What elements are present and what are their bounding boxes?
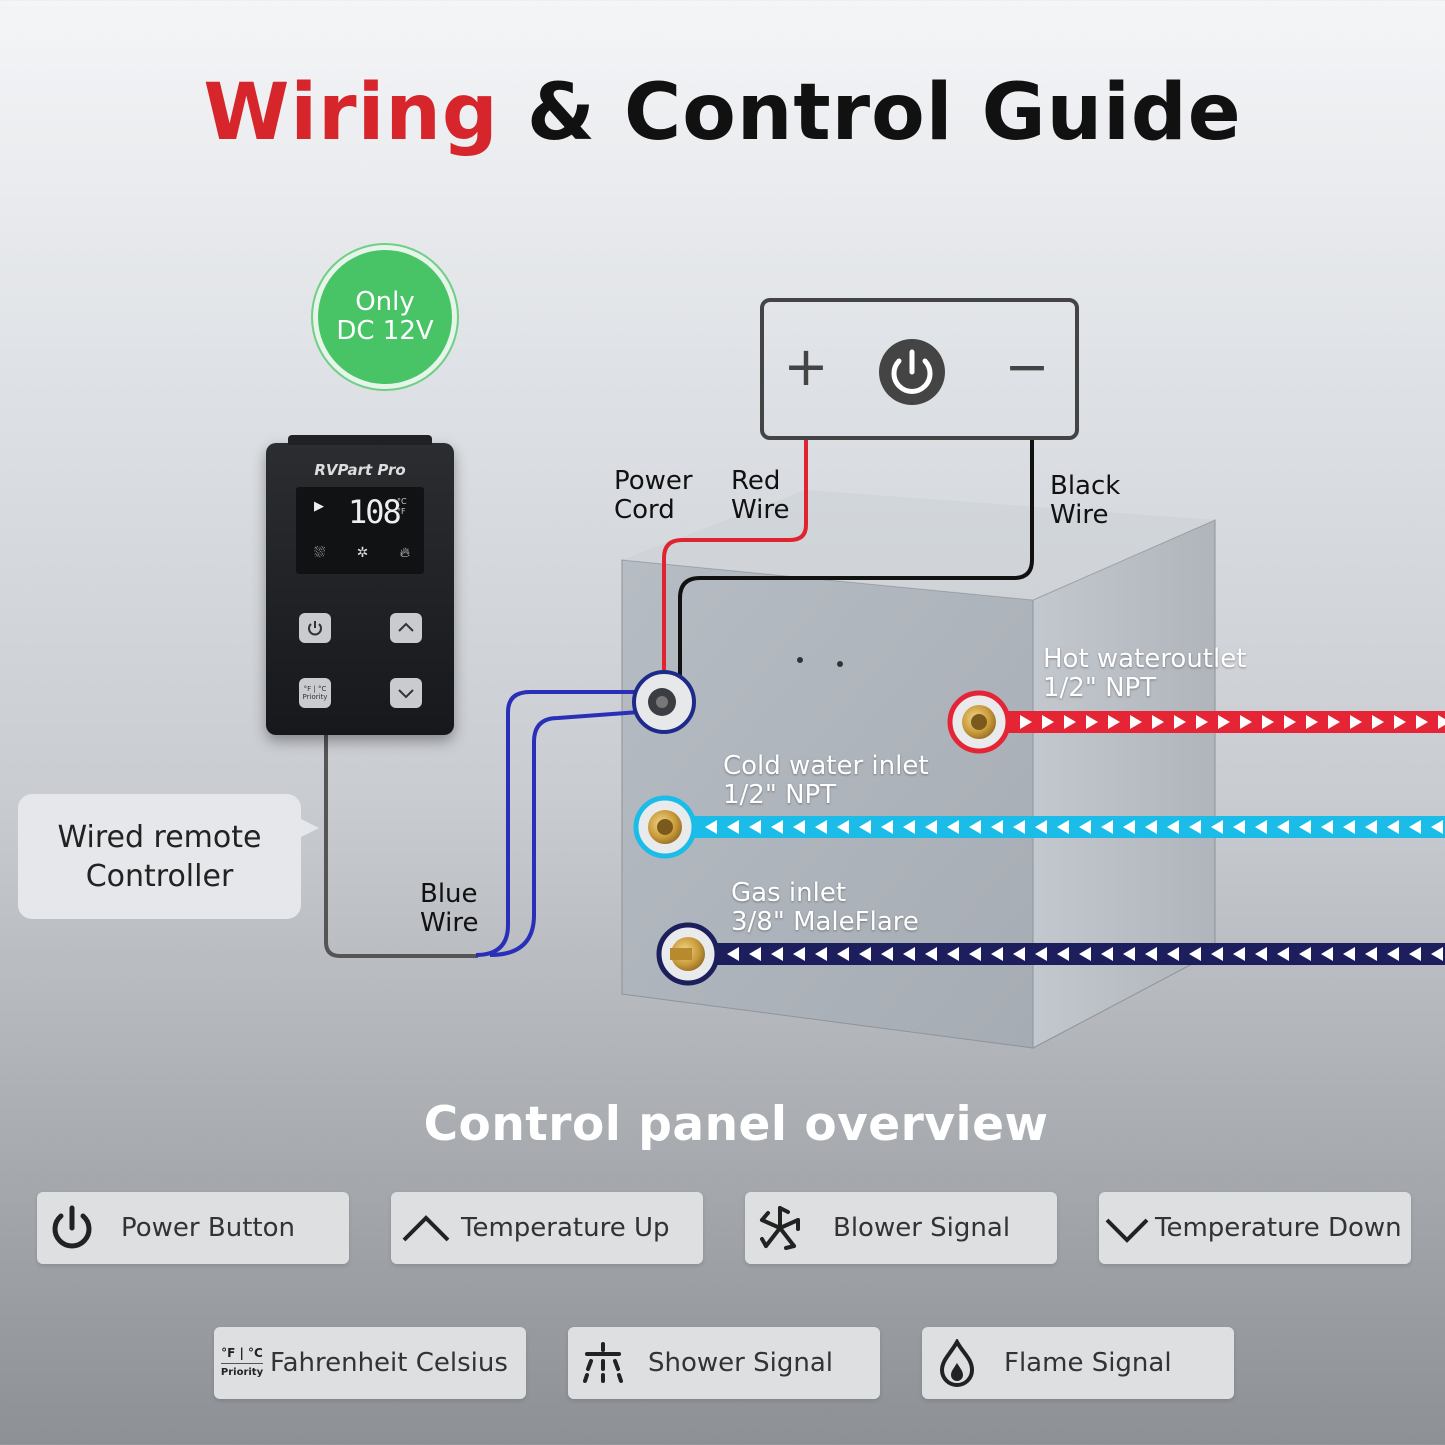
power-icon — [879, 339, 945, 405]
badge-line2: DC 12V — [336, 316, 434, 346]
blue-wire-2 — [489, 710, 641, 957]
chevron-down-icon — [1105, 1218, 1149, 1243]
overview-title: Control panel overview — [423, 1097, 1049, 1152]
card-fahrenheit-celsius: °F | °C Priority Fahrenheit Celsius — [214, 1327, 526, 1399]
controller-temp-down-button[interactable] — [390, 678, 422, 708]
card-power-button: Power Button — [37, 1192, 349, 1264]
wired-remote-callout: Wired remote Controller — [18, 794, 319, 919]
cold-water-pipe — [633, 795, 1445, 859]
fc-label: °F | °C — [221, 1346, 263, 1360]
plus-sign: + — [783, 335, 828, 398]
card-label: Flame Signal — [1004, 1348, 1172, 1378]
card-blower-signal: Blower Signal — [745, 1192, 1057, 1264]
unit-f: °F — [397, 507, 406, 516]
controller-cable — [324, 735, 478, 958]
card-label: Fahrenheit Celsius — [270, 1348, 508, 1378]
card-temperature-down: Temperature Down — [1099, 1192, 1411, 1264]
fahrenheit-celsius-icon: °F | °C Priority — [214, 1346, 270, 1380]
page-title: Wiring & Control Guide — [0, 68, 1445, 158]
minus-sign: − — [1004, 335, 1049, 398]
dc-12v-badge: Only DC 12V — [318, 250, 452, 384]
chevron-up-icon — [402, 1215, 450, 1242]
controller-display: ▶ 108 °C°F ⛆ ✲ 🔥︎ — [296, 487, 424, 574]
flame-icon: 🔥︎ — [399, 545, 410, 561]
power-icon — [308, 621, 322, 636]
power-icon — [52, 1205, 92, 1249]
card-temperature-up: Temperature Up — [391, 1192, 703, 1264]
red-wire — [662, 440, 808, 688]
priority-label: Priority — [220, 1363, 264, 1380]
blower-icon — [760, 1206, 800, 1250]
water-heater-unit — [621, 490, 1216, 1049]
hot-water-pipe — [947, 690, 1445, 754]
controller-notch — [288, 435, 432, 445]
badge-line1: Only — [355, 287, 415, 317]
black-wire — [678, 440, 1034, 688]
card-label: Power Button — [121, 1213, 295, 1243]
title-rest: & Control Guide — [526, 68, 1242, 158]
blue-wire — [475, 690, 640, 957]
play-icon: ▶ — [314, 499, 324, 514]
card-shower-signal: Shower Signal — [568, 1327, 880, 1399]
shower-icon — [583, 1342, 623, 1383]
card-label: Shower Signal — [648, 1348, 833, 1378]
controller-brand: RVPart Pro — [314, 461, 406, 479]
chevron-up-icon — [398, 622, 414, 632]
shower-icon: ⛆ — [314, 545, 326, 561]
priority-label: Priority — [302, 693, 328, 701]
chevron-down-icon — [398, 689, 414, 699]
callout-line2: Controller — [85, 858, 234, 894]
power-supply-box: + − — [760, 298, 1079, 440]
display-temperature: 108 — [348, 493, 402, 531]
power-cord-connector — [632, 670, 696, 734]
callout-line1: Wired remote — [57, 819, 262, 855]
fc-label: °F | °C — [303, 685, 327, 693]
controller-fc-button[interactable]: °F | °C Priority — [299, 678, 331, 708]
wired-remote-controller: RVPart Pro ▶ 108 °C°F ⛆ ✲ 🔥︎ °F | °C Pri… — [266, 435, 454, 735]
flame-icon — [939, 1339, 975, 1387]
card-label: Temperature Up — [461, 1213, 670, 1243]
display-units: °C°F — [397, 497, 407, 517]
controller-temp-up-button[interactable] — [390, 613, 422, 643]
card-label: Temperature Down — [1155, 1213, 1402, 1243]
blower-icon: ✲ — [356, 545, 369, 561]
display-status-icons: ⛆ ✲ 🔥︎ — [314, 545, 410, 561]
title-accent: Wiring — [203, 68, 499, 158]
card-label: Blower Signal — [833, 1213, 1011, 1243]
unit-c: °C — [397, 497, 407, 506]
controller-power-button[interactable] — [299, 613, 331, 643]
gas-pipe — [656, 922, 1445, 986]
card-flame-signal: Flame Signal — [922, 1327, 1234, 1399]
